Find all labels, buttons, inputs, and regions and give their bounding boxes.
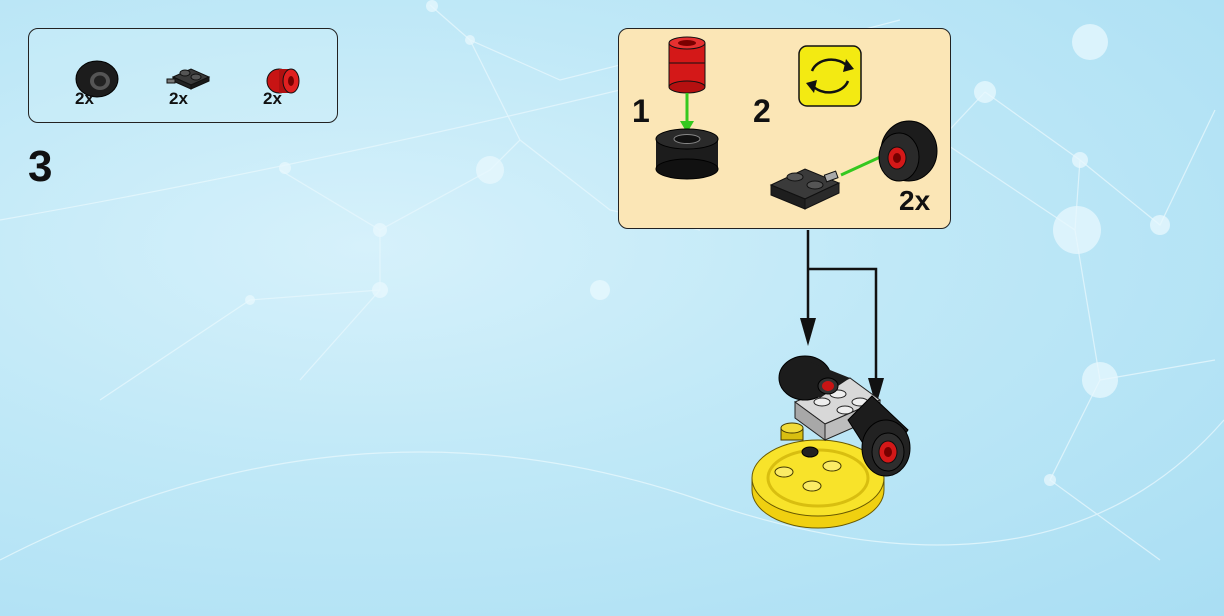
main-model-illustration (0, 0, 1224, 616)
